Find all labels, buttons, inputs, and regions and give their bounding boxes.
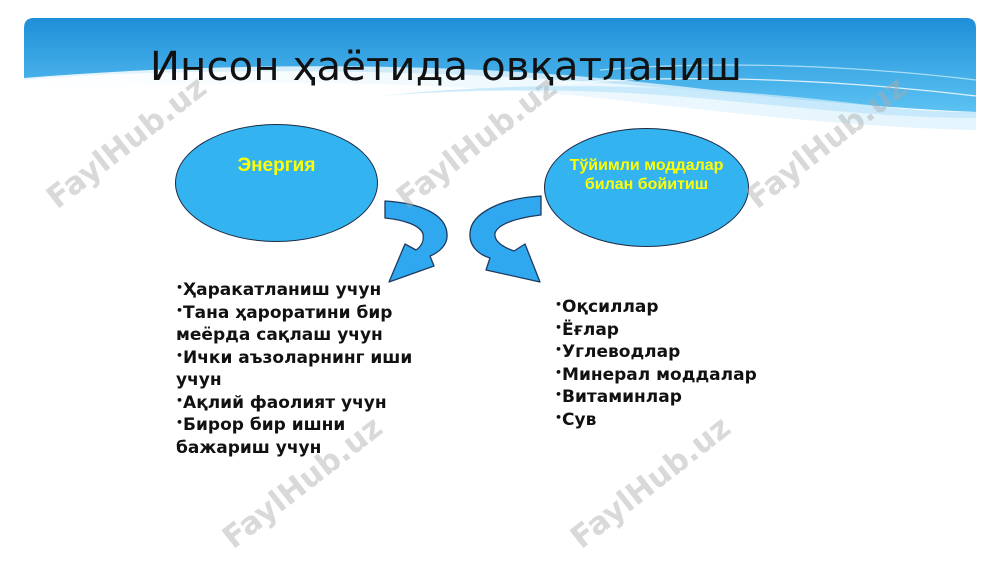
nutrients-list-item: •Витаминлар	[555, 387, 682, 407]
energy-list-item: •Бирор бир ишни бажариш учун	[176, 415, 346, 458]
header-wave-band	[24, 18, 977, 130]
nutrients-list: •Оқсиллар •Ёғлар •Углеводлар •Минерал мо…	[555, 296, 815, 431]
nutrients-label-line2: билан бойитиш	[584, 176, 709, 193]
energy-list: •Ҳаракатланиш учун •Тана ҳароратини бир …	[176, 279, 436, 459]
nutrients-list-item: •Оқсиллар	[555, 297, 659, 317]
energy-list-item: •Ҳаракатланиш учун	[176, 280, 382, 300]
nutrients-list-item: •Сув	[555, 409, 597, 430]
curved-arrow-left-icon	[384, 200, 448, 283]
nutrients-label: Тўйимли моддалар билан бойитиш	[545, 156, 748, 194]
nutrients-list-item: •Минерал моддалар	[555, 364, 757, 385]
slide-title: Инсон ҳаётида овқатланиш	[150, 44, 743, 90]
energy-list-item: •Ички аъзоларнинг иши учун	[176, 347, 413, 391]
nutrients-list-item: •Ёғлар	[555, 319, 619, 340]
energy-list-item: •Тана ҳароратини бир меёрда сақлаш учун	[176, 302, 393, 346]
nutrients-label-line1: Тўйимли моддалар	[569, 157, 724, 174]
curved-arrow-right-icon	[469, 195, 542, 283]
nutrients-ellipse: Тўйимли моддалар билан бойитиш	[544, 128, 749, 247]
nutrients-list-item: •Углеводлар	[555, 342, 681, 362]
energy-label: Энергия	[237, 155, 316, 176]
energy-ellipse: Энергия	[175, 124, 378, 242]
energy-list-item: •Ақлий фаолият учун	[176, 392, 387, 413]
